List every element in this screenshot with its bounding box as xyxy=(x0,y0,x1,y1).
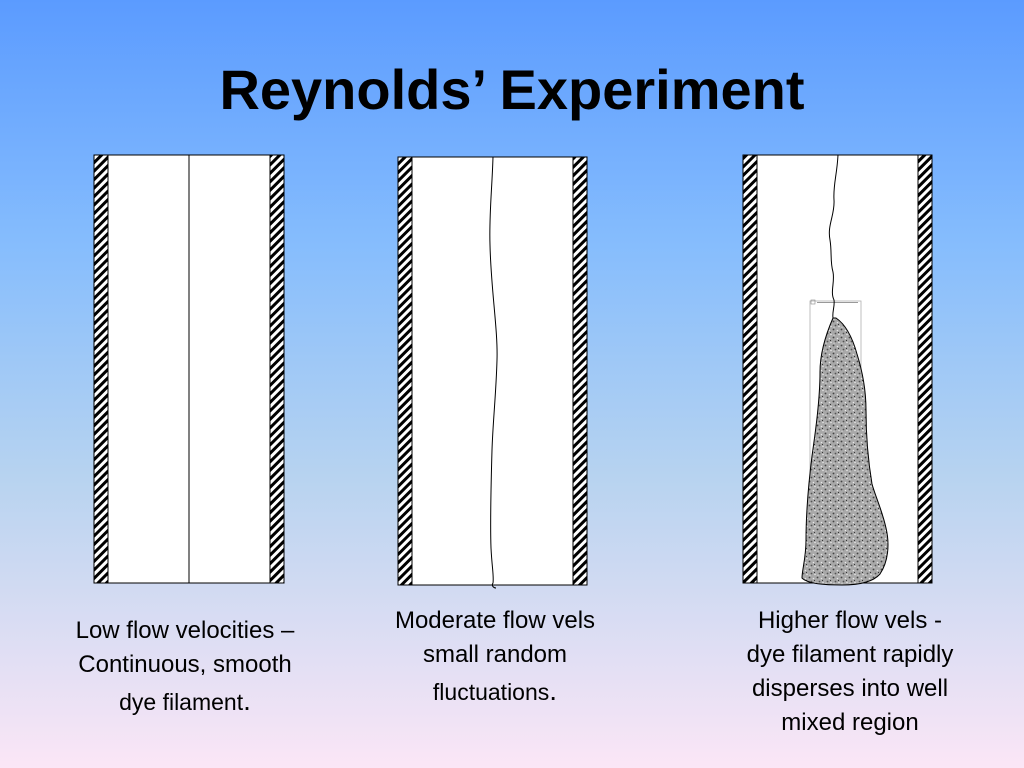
tube-laminar-wall-left xyxy=(93,154,109,584)
caption-low-flow: Low flow velocities – Continuous, smooth… xyxy=(35,614,335,720)
tube-laminar-wall-right xyxy=(269,154,285,584)
caption-moderate-punct: . xyxy=(549,675,558,706)
tube-turbulent xyxy=(742,154,933,586)
tube-transitional-inner xyxy=(411,156,574,586)
caption-higher-flow: Higher flow vels - dye filament rapidly … xyxy=(700,604,1000,740)
caption-low-line3: dye filament xyxy=(119,689,244,715)
tube-transitional-wall-right xyxy=(572,156,588,586)
dye-filament-upper xyxy=(828,154,839,319)
caption-moderate-line3: fluctuations xyxy=(432,679,550,705)
caption-low-punct: . xyxy=(243,685,251,716)
caption-low-line1: Low flow velocities – xyxy=(75,617,295,644)
dye-filament-wavy xyxy=(489,156,498,589)
tube-transitional-wall-left xyxy=(397,156,413,586)
tube-turbulent-wall-right xyxy=(917,154,933,584)
caption-moderate-line1: Moderate flow vels xyxy=(394,607,596,634)
caption-moderate-line2: small random xyxy=(422,641,568,668)
tube-transitional xyxy=(397,156,588,589)
caption-higher-line3: disperses into well xyxy=(751,675,949,702)
tube-turbulent-wall-left xyxy=(742,154,758,584)
caption-higher-line2: dye filament rapidly xyxy=(746,641,954,668)
caption-low-line2: Continuous, smooth xyxy=(78,651,292,678)
caption-higher-line4: mixed region xyxy=(781,709,919,736)
turbulent-dye-region xyxy=(801,317,889,586)
tube-laminar xyxy=(93,154,285,584)
embedded-object-icon xyxy=(810,299,816,305)
caption-higher-line1: Higher flow vels - xyxy=(757,607,943,634)
caption-moderate-flow: Moderate flow vels small random fluctuat… xyxy=(345,604,645,710)
slide-title: Reynolds’ Experiment xyxy=(219,58,805,121)
